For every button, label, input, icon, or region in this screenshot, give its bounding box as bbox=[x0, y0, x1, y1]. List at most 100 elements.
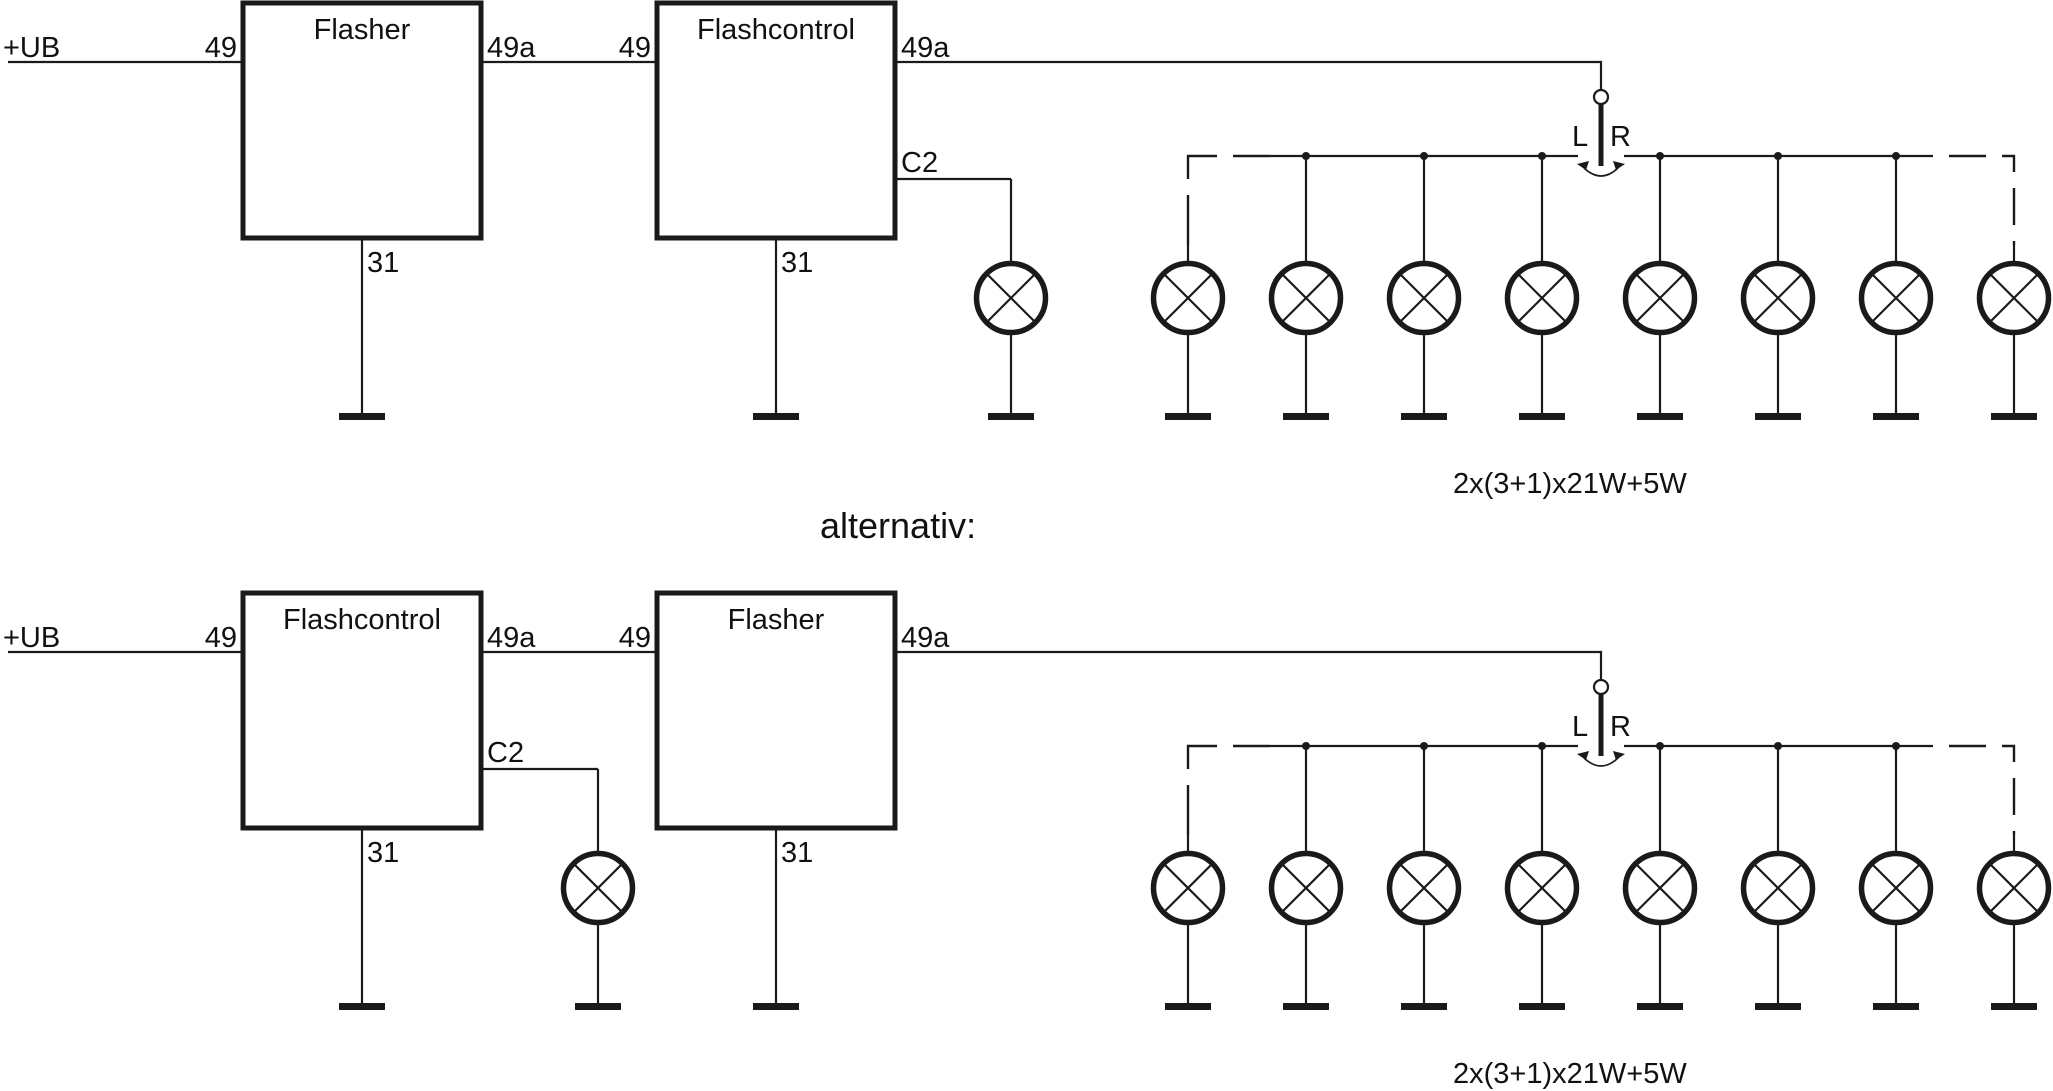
left-indicator-lamp bbox=[1150, 835, 1226, 1010]
ground-symbol bbox=[1755, 1003, 1801, 1010]
lamp-cross-line bbox=[1752, 862, 1804, 914]
output-wire bbox=[895, 650, 1603, 680]
block-box bbox=[654, 0, 898, 241]
control-lamp bbox=[560, 769, 636, 1010]
right-indicator-lamp bbox=[1976, 245, 2052, 420]
arrow-right-head-icon bbox=[1613, 751, 1625, 760]
optional-left-connection bbox=[1186, 744, 1270, 835]
lamp-cross-line bbox=[1634, 862, 1686, 914]
left-indicator-lamp bbox=[1150, 245, 1226, 420]
switch-pivot-icon bbox=[1592, 678, 1610, 696]
ground-symbol bbox=[1873, 413, 1919, 420]
switch-right-label: R bbox=[1610, 121, 1631, 153]
pin-49a-label: 49a bbox=[901, 32, 950, 64]
pin-49-label: 49 bbox=[205, 32, 237, 64]
junction-dot bbox=[1420, 152, 1428, 160]
ground-symbol bbox=[1519, 413, 1565, 420]
ground-symbol bbox=[753, 413, 799, 420]
right-indicator-lamp bbox=[1976, 835, 2052, 1010]
ground-symbol bbox=[339, 413, 385, 420]
pin-49a-label: 49a bbox=[487, 32, 536, 64]
pin-31-label: 31 bbox=[781, 837, 813, 869]
pin-31-label: 31 bbox=[367, 837, 399, 869]
lamp-cross-line bbox=[1280, 272, 1332, 324]
alternative-heading: alternativ: bbox=[820, 505, 976, 546]
swap-arrow-icon bbox=[1583, 757, 1619, 767]
lamp-cross-line bbox=[1634, 272, 1686, 324]
right-indicator-lamp bbox=[1740, 156, 1816, 420]
supply-label: +UB bbox=[3, 32, 60, 64]
junction-dot bbox=[1538, 742, 1546, 750]
junction-dot bbox=[1538, 152, 1546, 160]
swap-arrow-icon bbox=[1583, 167, 1619, 177]
pin-49-label: 49 bbox=[205, 622, 237, 654]
ground-symbol bbox=[1401, 413, 1447, 420]
pin-c2-label: C2 bbox=[487, 737, 524, 769]
right-indicator-lamp bbox=[1858, 746, 1934, 1010]
left-indicator-lamp bbox=[1268, 746, 1344, 1010]
right-indicator-lamp bbox=[1740, 746, 1816, 1010]
ground-symbol bbox=[1283, 413, 1329, 420]
block-flasher: Flasher 49 49a 31 bbox=[619, 590, 950, 1010]
ground-symbol bbox=[339, 1003, 385, 1010]
ground-symbol bbox=[1637, 1003, 1683, 1010]
lamp-rating-caption: 2x(3+1)x21W+5W bbox=[1453, 468, 1687, 500]
lamp-cross-line bbox=[1988, 272, 2040, 324]
block-box bbox=[654, 590, 898, 831]
ground-symbol bbox=[753, 1003, 799, 1010]
block-title: Flashcontrol bbox=[697, 14, 855, 46]
junction-dot bbox=[1420, 742, 1428, 750]
block-title: Flasher bbox=[314, 14, 411, 46]
right-indicator-lamp bbox=[1622, 156, 1698, 420]
pin-49a-label: 49a bbox=[901, 622, 950, 654]
junction-dot bbox=[1774, 742, 1782, 750]
ground-symbol bbox=[1991, 1003, 2037, 1010]
lamp-cross-line bbox=[1280, 862, 1332, 914]
arrow-left-head-icon bbox=[1577, 161, 1589, 170]
left-indicator-lamp bbox=[1504, 746, 1580, 1010]
pin-49a-label: 49a bbox=[487, 622, 536, 654]
junction-dot bbox=[1892, 742, 1900, 750]
lamp-cross-line bbox=[1516, 272, 1568, 324]
control-lamp bbox=[973, 179, 1049, 420]
ground-symbol bbox=[1755, 413, 1801, 420]
pin-c2-label: C2 bbox=[901, 147, 938, 179]
switch-pivot-icon bbox=[1592, 88, 1610, 106]
block-title: Flashcontrol bbox=[283, 604, 441, 636]
switch-left-label: L bbox=[1572, 711, 1588, 743]
switch-right-label: R bbox=[1610, 711, 1631, 743]
lamp-cross-line bbox=[1870, 862, 1922, 914]
block-box bbox=[240, 590, 484, 831]
switch-left-label: L bbox=[1572, 121, 1588, 153]
block-flashcontrol: Flashcontrol 49 49a 31 C2 bbox=[619, 0, 1049, 420]
lamp-cross-line bbox=[985, 272, 1037, 324]
ground-symbol bbox=[988, 413, 1034, 420]
output-wire bbox=[895, 60, 1603, 90]
optional-left-connection bbox=[1186, 154, 1270, 245]
ground-symbol bbox=[1401, 1003, 1447, 1010]
left-indicator-lamp bbox=[1268, 156, 1344, 420]
block-title: Flasher bbox=[728, 604, 825, 636]
ground-symbol bbox=[1165, 413, 1211, 420]
pin-31-label: 31 bbox=[781, 247, 813, 279]
optional-right-connection bbox=[1933, 154, 2016, 245]
lamp-rating-caption: 2x(3+1)x21W+5W bbox=[1453, 1058, 1687, 1090]
block-flashcontrol: Flashcontrol 49 49a 31 C2 bbox=[205, 590, 636, 1010]
pin-49-label: 49 bbox=[619, 32, 651, 64]
junction-dot bbox=[1302, 152, 1310, 160]
lamp-cross-line bbox=[1752, 272, 1804, 324]
ground-symbol bbox=[1519, 1003, 1565, 1010]
pin-49-label: 49 bbox=[619, 622, 651, 654]
supply-label: +UB bbox=[3, 622, 60, 654]
lamp-cross-line bbox=[1870, 272, 1922, 324]
junction-dot bbox=[1656, 742, 1664, 750]
left-indicator-lamp bbox=[1386, 156, 1462, 420]
lamp-cross-line bbox=[1988, 862, 2040, 914]
junction-dot bbox=[1774, 152, 1782, 160]
arrow-left-head-icon bbox=[1577, 751, 1589, 760]
optional-right-connection bbox=[1933, 744, 2016, 835]
lamp-cross-line bbox=[1398, 862, 1450, 914]
